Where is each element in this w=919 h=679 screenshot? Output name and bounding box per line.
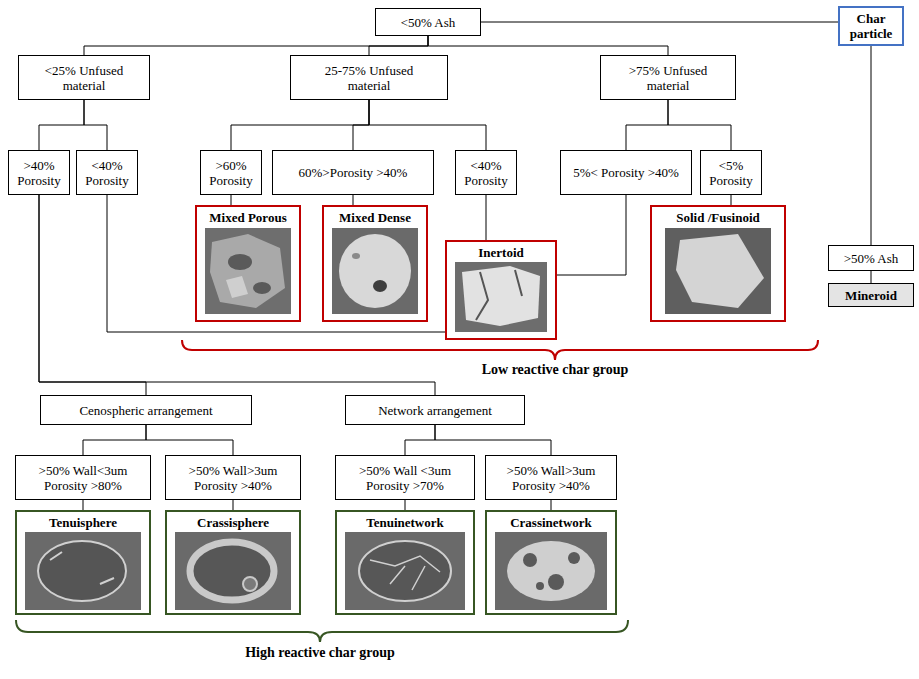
criteria-box: >50% Wall>3um Porosity >40% (485, 455, 617, 500)
connector (369, 100, 486, 150)
node-text: 25-75% Unfused material (319, 63, 419, 93)
node-text: <40% Porosity (460, 158, 512, 188)
connector (486, 195, 487, 240)
node-text: >50% Wall<3um Porosity >80% (28, 463, 138, 493)
node-text: Tenuisphere (49, 515, 117, 530)
char-type-box: Mixed Porous (195, 205, 301, 322)
criteria-box: <40% Porosity (76, 150, 138, 195)
node-text: <5% Porosity (705, 158, 757, 188)
char-type-box: Tenuisphere (15, 510, 151, 615)
arrangement-box: Cenospheric arrangement (40, 395, 252, 425)
micrograph-mixed-dense (332, 228, 418, 314)
group-label: Low reactive char group (480, 362, 631, 378)
criteria-box: >50% Wall>3um Porosity >40% (165, 455, 301, 500)
node-text: <40% Porosity (81, 158, 133, 188)
node-text: Mixed Porous (209, 210, 286, 225)
group-label: High reactive char group (243, 645, 397, 661)
micrograph-inertoid (455, 262, 547, 332)
char-type-box: Inertoid (445, 240, 557, 340)
char-type-box: Crassinetwork (485, 510, 617, 615)
connector (668, 100, 731, 150)
criteria-box: >50% Ash (828, 245, 914, 271)
node-text: >50% Wall>3um Porosity >40% (178, 463, 288, 493)
node-text: Char particle (843, 11, 899, 41)
high-reactive-bracket (16, 620, 628, 642)
node-text: 60%>Porosity >40% (299, 165, 408, 180)
micrograph-solid-fusinoid (665, 228, 771, 314)
criteria-box: 60%>Porosity >40% (272, 150, 434, 195)
connector (551, 500, 552, 510)
char-type-box: Crassisphere (165, 510, 301, 615)
micrograph-crassinetwork (495, 532, 607, 610)
connector (353, 100, 369, 150)
node-text: Crassisphere (197, 515, 269, 530)
criteria-box: <5% Porosity (700, 150, 762, 195)
connector (233, 500, 234, 510)
connector (84, 36, 428, 55)
criteria-box: 25-75% Unfused material (290, 55, 448, 100)
node-text: Inertoid (478, 245, 524, 260)
node-text: Mineroid (845, 288, 897, 303)
connector (39, 195, 435, 395)
connector (39, 195, 146, 395)
connector (369, 36, 428, 55)
connector (231, 195, 232, 205)
micrograph-tenuisphere (25, 532, 141, 610)
node-text: <50% Ash (401, 15, 456, 30)
connector (353, 195, 354, 205)
criteria-box: >75% Unfused material (600, 55, 736, 100)
connector (84, 100, 107, 150)
connector (871, 271, 872, 283)
connector (557, 195, 626, 275)
micrograph-mixed-porous (205, 228, 291, 314)
node-text: Mixed Dense (339, 210, 411, 225)
node-text: Tenuinetwork (366, 515, 444, 530)
criteria-box: >60% Porosity (200, 150, 262, 195)
node-text: Crassinetwork (510, 515, 592, 530)
start-box: Char particle (838, 6, 904, 46)
criteria-box: >50% Wall <3um Porosity >70% (335, 455, 475, 500)
node-text: 5%< Porosity >40% (573, 165, 679, 180)
node-text: <25% Unfused material (34, 63, 134, 93)
connector (405, 500, 406, 510)
node-text: >60% Porosity (205, 158, 257, 188)
node-text: >50% Wall <3um Porosity >70% (349, 463, 461, 493)
connector (83, 425, 146, 455)
connector (146, 425, 233, 455)
node-text: >50% Wall>3um Porosity >40% (496, 463, 606, 493)
node-text: Network arrangement (378, 403, 492, 418)
connector (731, 195, 732, 205)
connector (405, 425, 435, 455)
connector (626, 100, 668, 150)
micrograph-tenuinetwork (345, 532, 465, 610)
criteria-box: <25% Unfused material (18, 55, 150, 100)
criteria-box: <40% Porosity (455, 150, 517, 195)
node-text: Cenospheric arrangement (79, 403, 212, 418)
arrangement-box: Network arrangement (345, 395, 525, 425)
connector (39, 100, 84, 150)
char-type-box: Mineroid (828, 283, 914, 307)
node-text: >40% Porosity (13, 158, 65, 188)
node-text: >75% Unfused material (618, 63, 718, 93)
char-type-box: Mixed Dense (322, 205, 428, 322)
micrograph-crassisphere (175, 532, 291, 610)
connector (428, 36, 668, 55)
connector (871, 46, 872, 245)
node-text: Solid /Fusinoid (676, 210, 759, 225)
connector (435, 425, 551, 455)
char-type-box: Solid /Fusinoid (650, 205, 786, 322)
connector (107, 195, 445, 332)
criteria-box: 5%< Porosity >40% (560, 150, 692, 195)
node-text: >50% Ash (844, 251, 899, 266)
connector (481, 22, 838, 23)
connector (83, 500, 84, 510)
criteria-box: >50% Wall<3um Porosity >80% (15, 455, 151, 500)
root-box: <50% Ash (375, 8, 481, 36)
char-type-box: Tenuinetwork (335, 510, 475, 615)
low-reactive-bracket (182, 340, 818, 360)
criteria-box: >40% Porosity (8, 150, 70, 195)
connector (231, 100, 369, 150)
